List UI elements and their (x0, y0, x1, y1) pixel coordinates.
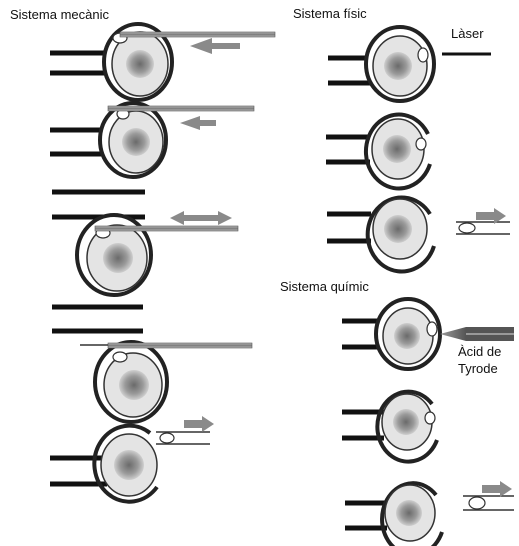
mechanical-step-5 (50, 416, 214, 502)
arrow-left (180, 116, 216, 130)
mechanical-step-1 (50, 24, 275, 100)
blastomere (113, 352, 127, 362)
physical-step-3 (327, 197, 510, 271)
acid-label-line2: Tyrode (458, 361, 498, 376)
biopsy-pipette (95, 226, 238, 231)
nucleus (119, 370, 149, 400)
nucleus (126, 50, 154, 78)
nucleus (383, 135, 411, 163)
mechanical-step-4 (52, 307, 252, 422)
biopsied-blastomere (459, 223, 475, 233)
chemical-system-label: Sistema químic (280, 279, 369, 294)
nucleus (384, 52, 412, 80)
physical-step-2 (326, 115, 430, 189)
arrow-right (184, 416, 214, 432)
biopsied-blastomere (160, 433, 174, 443)
chemical-step-2 (342, 392, 437, 462)
arrow-right (482, 481, 512, 497)
biopsy-pipette (108, 106, 254, 111)
mechanical-system-label: Sistema mecànic (10, 7, 109, 22)
arrow-left (190, 38, 240, 54)
nucleus (396, 500, 422, 526)
mechanical-step-2 (50, 103, 254, 177)
acid-pipette-tip (440, 327, 466, 341)
nucleus (384, 215, 412, 243)
biopsy-pipette (108, 343, 252, 348)
nucleus (122, 128, 150, 156)
double-arrow (170, 211, 232, 225)
nucleus (114, 450, 144, 480)
biopsied-blastomere (469, 497, 485, 509)
blastomere (416, 138, 426, 150)
nucleus (103, 243, 133, 273)
laser-label: Làser (451, 26, 484, 41)
blastomere (427, 322, 437, 336)
nucleus (393, 409, 419, 435)
blastomere (418, 48, 428, 62)
physical-system-label: Sistema físic (293, 6, 367, 21)
acid-label-line1: Àcid de (458, 344, 501, 359)
biopsy-pipette (120, 32, 275, 37)
blastomere (425, 412, 435, 424)
mechanical-step-3 (52, 192, 238, 295)
nucleus (394, 323, 420, 349)
chemical-step-3 (345, 481, 514, 546)
